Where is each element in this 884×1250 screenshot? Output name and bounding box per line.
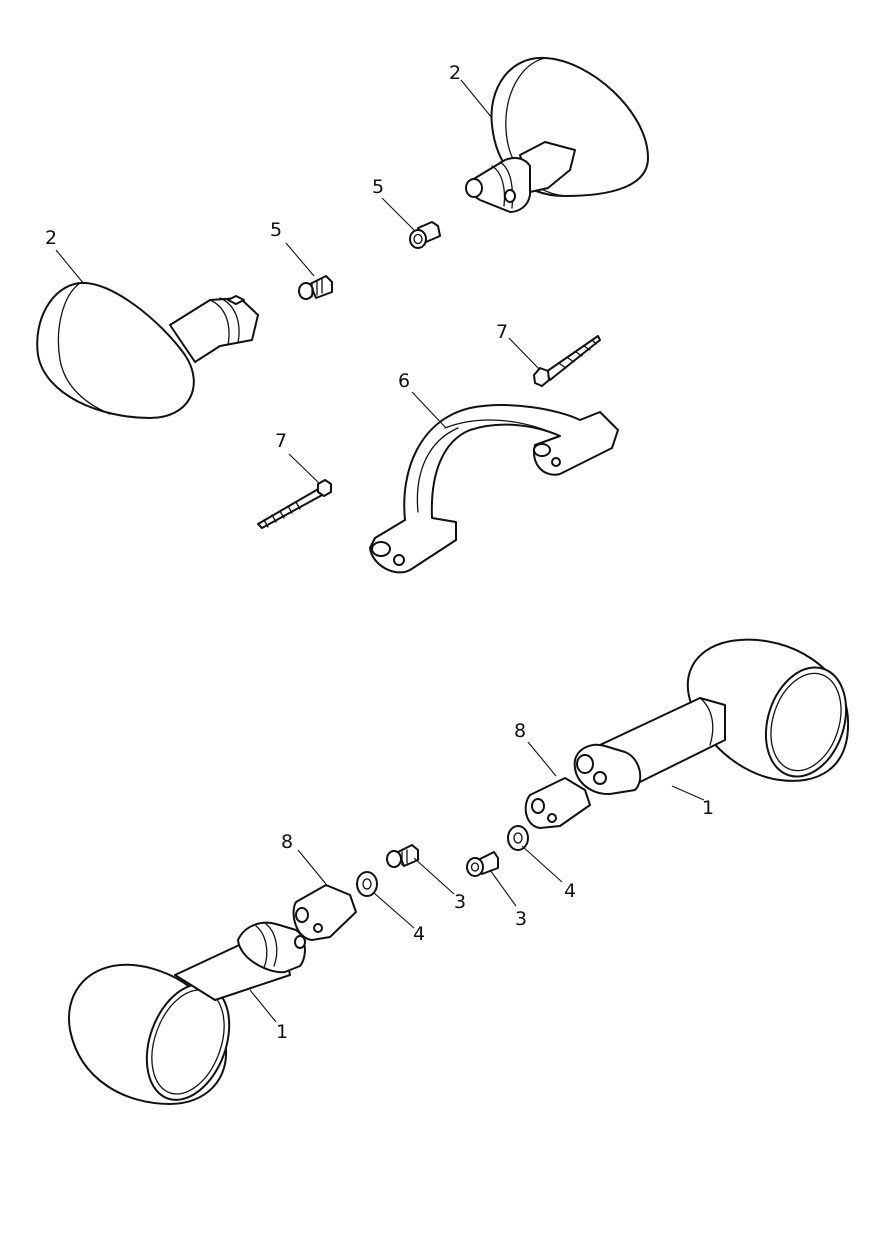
- callout-label: 6: [398, 370, 410, 392]
- callout-label: 5: [372, 176, 384, 198]
- bolt-7-upper: [533, 335, 601, 387]
- screw-3-upper: [386, 844, 419, 868]
- screw-5-upper: [409, 221, 441, 249]
- callout-labels: 2 5 2 5 7 6 7 8 1 8 3 3 4 4 1: [45, 62, 714, 1043]
- spacer-8-left: [292, 884, 357, 941]
- indicator-top-right: [465, 56, 649, 213]
- indicator-lower-left: [68, 921, 306, 1105]
- callout-label: 5: [270, 219, 282, 241]
- indicator-top-left: [36, 281, 259, 419]
- callout-label: 4: [564, 880, 576, 902]
- callout-label: 2: [449, 62, 461, 84]
- indicator-lower-right: [573, 638, 850, 796]
- callout-label: 2: [45, 227, 57, 249]
- spacer-8-right: [524, 777, 591, 829]
- screw-5-lower: [298, 275, 333, 300]
- bracket-6: [369, 404, 619, 574]
- callout-label: 4: [413, 923, 425, 945]
- bolt-7-lower: [257, 479, 332, 529]
- callout-label: 1: [276, 1021, 288, 1043]
- leader-lines: [55, 79, 705, 1023]
- callout-label: 7: [496, 321, 508, 343]
- washer-4-left: [356, 871, 378, 897]
- callout-label: 3: [515, 908, 527, 930]
- washer-4-right: [507, 825, 529, 851]
- callout-label: 3: [454, 891, 466, 913]
- callout-label: 8: [514, 720, 526, 742]
- screw-3-lower: [466, 851, 499, 877]
- callout-label: 8: [281, 831, 293, 853]
- callout-label: 1: [702, 797, 714, 819]
- callout-label: 7: [275, 430, 287, 452]
